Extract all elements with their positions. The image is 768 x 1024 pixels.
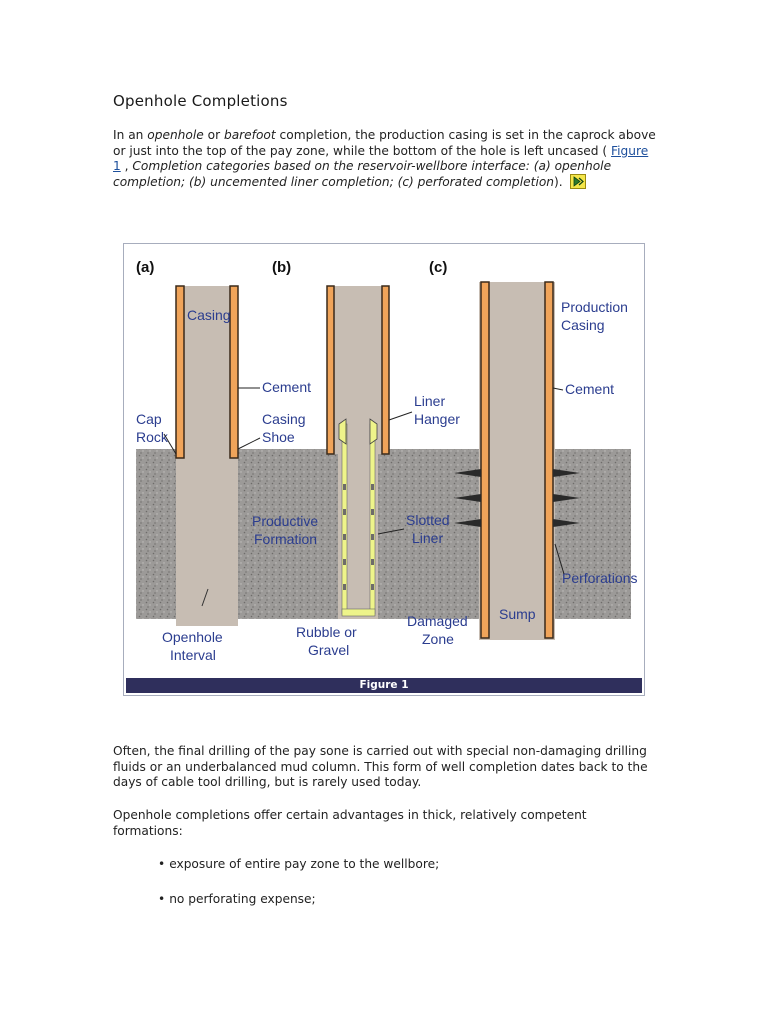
cement-a-left (175, 285, 185, 459)
label-liner: Liner (414, 393, 445, 409)
figure-1: (a) (b) (c) Casing Cement Cap Rock Casin… (123, 243, 645, 696)
term-openhole: openhole (147, 128, 204, 142)
figure-1-link[interactable]: Figure 1 (113, 143, 649, 174)
completion-diagram: (a) (b) (c) Casing Cement Cap Rock Casin… (136, 259, 637, 663)
intro-text: In an (113, 128, 148, 142)
intro-text: ). (554, 174, 567, 189)
label-formation: Formation (254, 531, 317, 547)
intro-text: , (120, 159, 133, 174)
label-cement-a: Cement (262, 379, 311, 395)
figure-caption-text: Completion categories based on the reser… (113, 159, 612, 189)
label-liner-2: Liner (412, 530, 443, 546)
label-damaged: Damaged (407, 613, 468, 629)
label-production: Production (561, 299, 628, 315)
panel-label-b: (b) (272, 259, 291, 276)
label-cement-c: Cement (565, 381, 614, 397)
label-interval: Interval (170, 647, 216, 663)
cement-c-right (544, 281, 554, 639)
label-casing: Casing (187, 307, 231, 323)
list-item: no perforating expense; (158, 892, 315, 906)
label-casing-c: Casing (561, 317, 605, 333)
label-productive: Productive (252, 513, 318, 529)
paragraph-2: Often, the final drilling of the pay son… (113, 744, 648, 790)
term-barefoot: barefoot (223, 128, 276, 142)
wellbore-c (479, 282, 555, 640)
panel-label-a: (a) (136, 259, 154, 276)
paragraph-3: Openhole completions offer certain advan… (113, 808, 587, 838)
cement-c-left (480, 281, 490, 639)
label-hanger: Hanger (414, 411, 460, 427)
intro-text: completion, the production casing is set… (113, 128, 656, 158)
label-openhole: Openhole (162, 629, 223, 645)
page-title: Openhole Completions (113, 92, 288, 110)
intro-paragraph: In an openhole or barefoot completion, t… (113, 128, 658, 190)
list-item: exposure of entire pay zone to the wellb… (158, 857, 439, 871)
label-zone: Zone (422, 631, 454, 647)
label-casing-shoe-1: Casing (262, 411, 306, 427)
label-rubble: Rubble or (296, 624, 357, 640)
figure-link-icon[interactable] (569, 173, 586, 189)
label-perforations: Perforations (562, 570, 637, 586)
label-slotted: Slotted (406, 512, 450, 528)
label-rock: Rock (136, 429, 169, 445)
intro-text: or (203, 128, 224, 142)
cement-a-right (229, 285, 239, 459)
label-cap: Cap (136, 411, 162, 427)
panel-label-c: (c) (429, 259, 447, 276)
label-gravel: Gravel (308, 642, 349, 658)
wellbore-a (176, 286, 238, 626)
label-sump: Sump (499, 606, 536, 622)
figure-caption-bar: Figure 1 (126, 678, 642, 693)
label-casing-shoe-2: Shoe (262, 429, 295, 445)
